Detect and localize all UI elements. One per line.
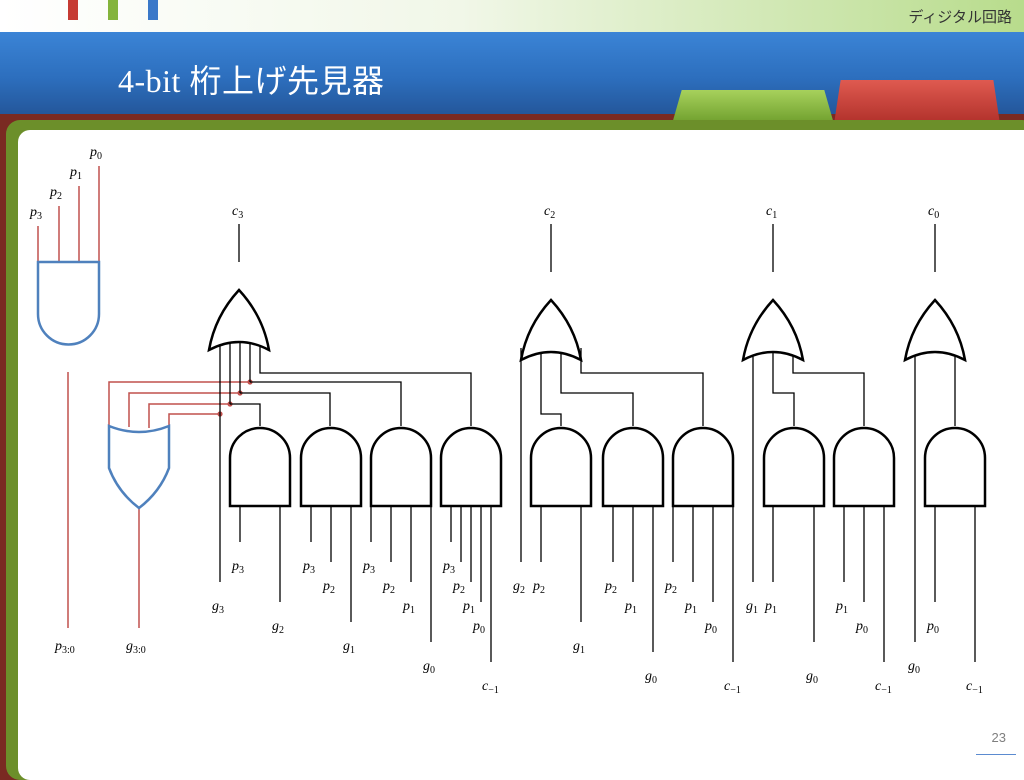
label-p0: p0 [89, 145, 102, 162]
p-chain-wires [37, 166, 250, 628]
junction-dots [217, 379, 253, 417]
or-gate-c2 [519, 298, 583, 362]
label-g1: g1 [746, 599, 758, 616]
and-gate [439, 426, 503, 508]
label-p3: p3 [231, 559, 244, 576]
label-c-minus1: c−1 [875, 679, 892, 696]
label-p2: p2 [604, 579, 617, 596]
label-p0: p0 [926, 619, 939, 636]
label-p1: p1 [69, 165, 82, 182]
label-c-minus1: c−1 [724, 679, 741, 696]
label-g2: g2 [272, 619, 284, 636]
circuit-wires [219, 224, 976, 662]
label-c1: c1 [766, 204, 777, 221]
decor-tab-blue [148, 0, 158, 20]
label-g0: g0 [806, 669, 818, 686]
label-g0: g0 [423, 659, 435, 676]
label-g1: g1 [343, 639, 355, 656]
or-gate-c0 [903, 298, 967, 362]
label-c3: c3 [232, 204, 243, 221]
label-p30: p3:0 [54, 639, 75, 656]
label-p0: p0 [855, 619, 868, 636]
label-c-minus1: c−1 [482, 679, 499, 696]
label-p2: p2 [49, 185, 62, 202]
diagram-labels: p0 p1 p2 p3 c3 c2 c1 c0 p3:0 g3:0 p3 g3 … [29, 145, 983, 696]
and-gate [369, 426, 433, 508]
label-c2: c2 [544, 204, 555, 221]
label-p1: p1 [624, 599, 637, 616]
label-p1: p1 [684, 599, 697, 616]
and-gate [923, 426, 987, 508]
page-number-underline [976, 754, 1016, 755]
decor-red-block [834, 80, 1000, 124]
label-p3: p3 [302, 559, 315, 576]
and-gate [762, 426, 826, 508]
and-gate-p30 [36, 260, 101, 346]
label-g1: g1 [573, 639, 585, 656]
label-p2: p2 [532, 579, 545, 596]
logic-gates [207, 288, 987, 508]
top-bar: ディジタル回路 [0, 0, 1024, 32]
label-c-minus1: c−1 [966, 679, 983, 696]
label-g0: g0 [908, 659, 920, 676]
label-p2: p2 [452, 579, 465, 596]
and-gate [228, 426, 292, 508]
label-g0: g0 [645, 669, 657, 686]
decor-green-block [672, 90, 834, 124]
label-g30: g3:0 [126, 639, 146, 656]
label-p1: p1 [764, 599, 777, 616]
or-gate-g30 [107, 424, 171, 510]
label-c0: c0 [928, 204, 939, 221]
page-number: 23 [991, 730, 1006, 745]
label-p0: p0 [704, 619, 717, 636]
label-p1: p1 [835, 599, 848, 616]
or-gate-c3 [207, 288, 271, 352]
course-title: ディジタル回路 [908, 8, 1012, 26]
and-gate [299, 426, 363, 508]
and-gate [529, 426, 593, 508]
decor-tab-green [108, 0, 118, 20]
or-gate-c1 [741, 298, 805, 362]
label-g3: g3 [212, 599, 224, 616]
label-p1: p1 [462, 599, 475, 616]
label-g2: g2 [513, 579, 525, 596]
label-p2: p2 [322, 579, 335, 596]
decor-tab-red [68, 0, 78, 20]
label-p2: p2 [382, 579, 395, 596]
label-p2: p2 [664, 579, 677, 596]
label-p3: p3 [442, 559, 455, 576]
and-gate [601, 426, 665, 508]
label-p0: p0 [472, 619, 485, 636]
and-gate [832, 426, 896, 508]
label-p3: p3 [362, 559, 375, 576]
p-chain-gates [36, 260, 171, 510]
label-p1: p1 [402, 599, 415, 616]
and-gate [671, 426, 735, 508]
slide-title: 4-bit 桁上げ先見器 [118, 63, 385, 99]
label-p3: p3 [29, 205, 42, 222]
